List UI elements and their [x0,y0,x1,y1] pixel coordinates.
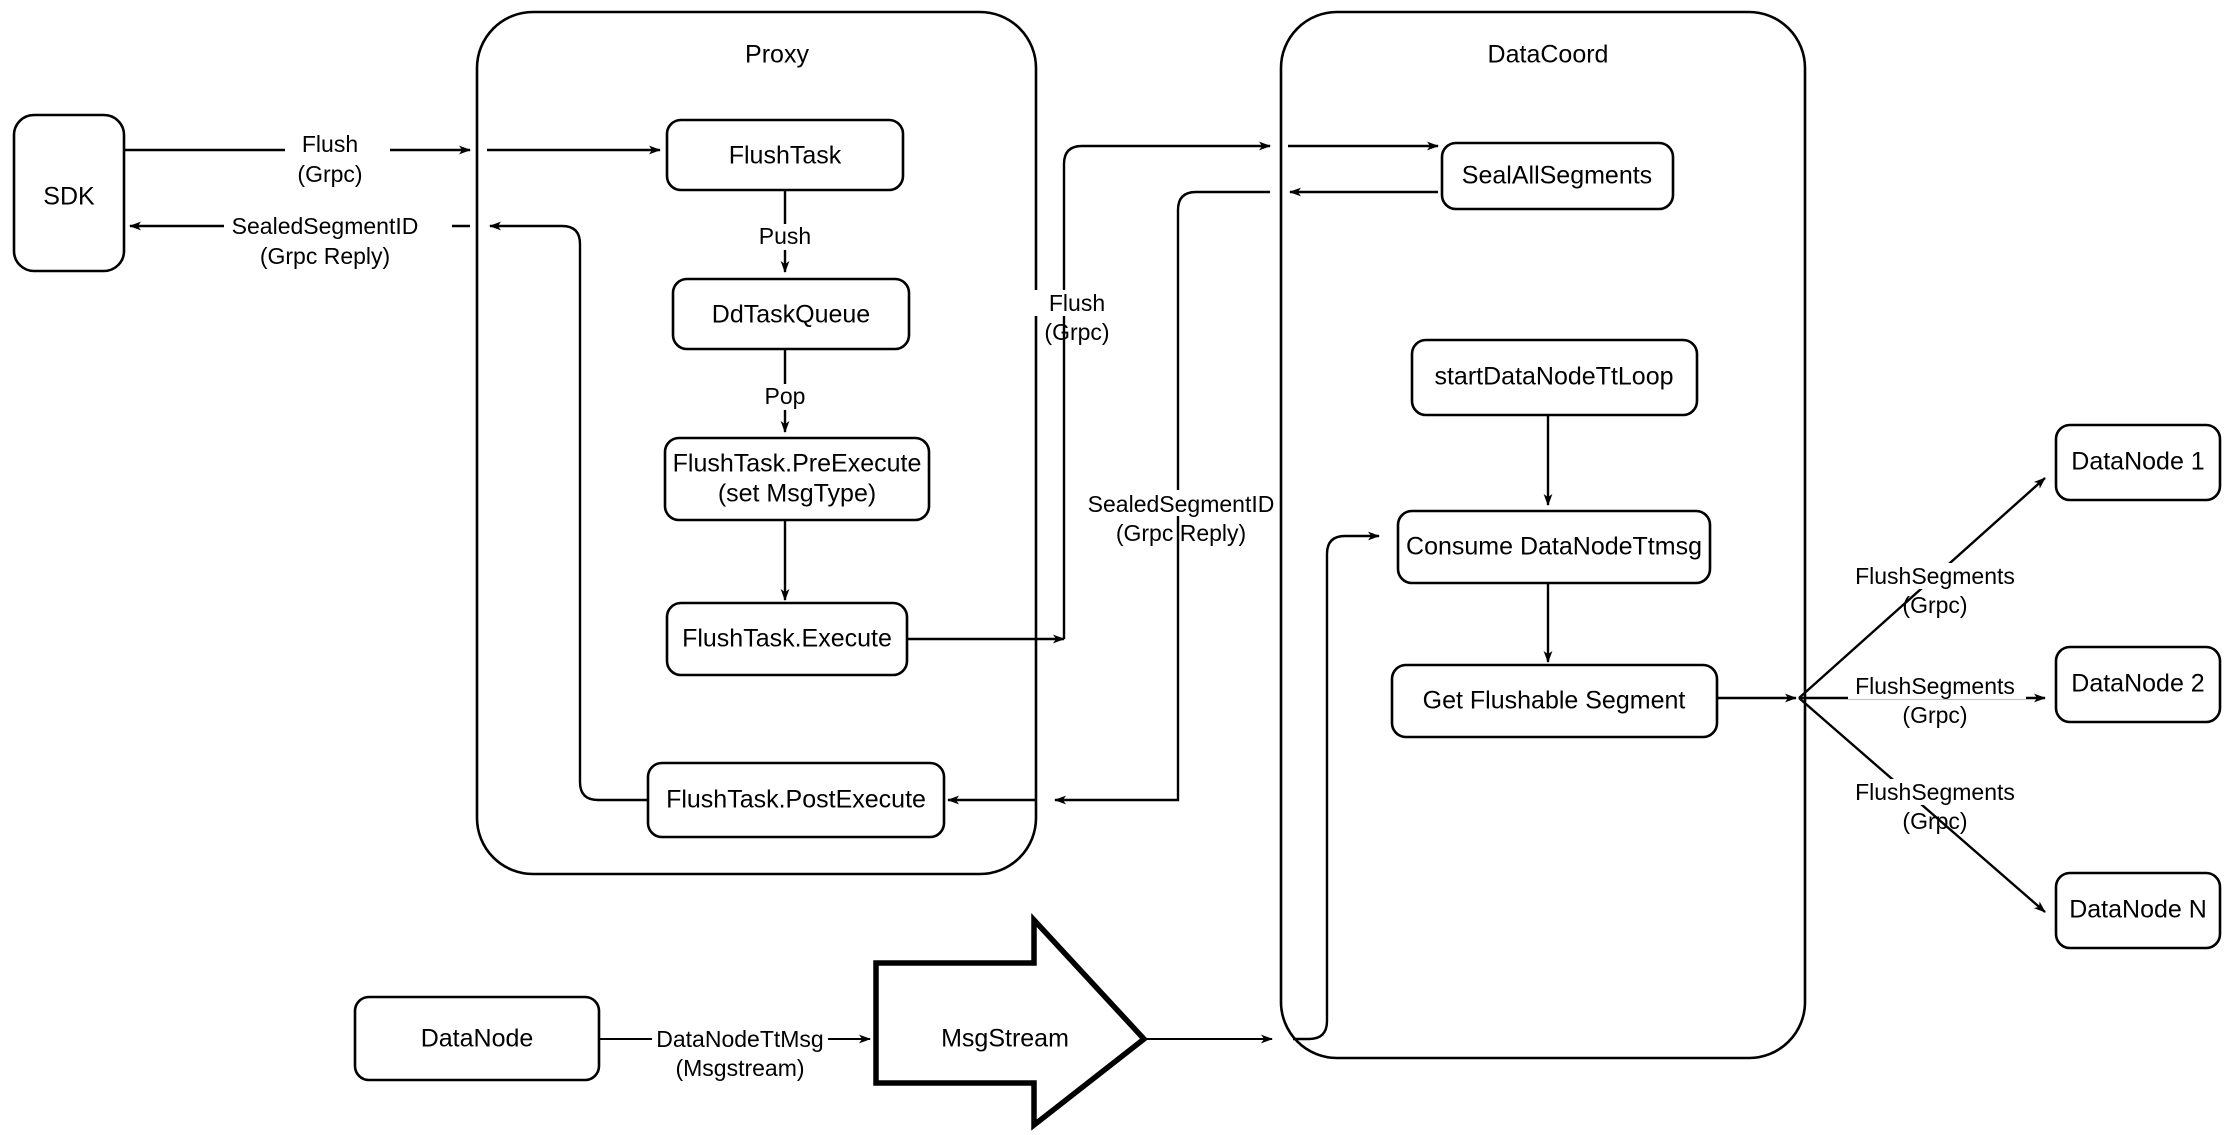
datacoord-container-label: DataCoord [1488,41,1609,69]
edge-label-bg-10 [1848,779,2026,805]
edge-label-pop: Pop [765,383,806,409]
node-start-datanode-ttloop-label: startDataNodeTtLoop [1434,363,1673,391]
node-msgstream-shape[interactable] [873,912,1149,1131]
edge-label-proxy-to-datacoord-line2: (Grpc) [1044,319,1109,345]
node-flushtask-postexecute-label: FlushTask.PostExecute [666,786,926,814]
edge-label-bg-4 [757,384,813,410]
node-flushtask-execute-label: FlushTask.Execute [682,625,892,653]
edge-label-sdk-to-proxy-line2: (Grpc) [297,161,362,187]
edge-label-proxy-to-sdk-line2: (Grpc Reply) [260,243,390,269]
node-datanode-source-label: DataNode [421,1025,534,1053]
node-datanode-n-label: DataNode N [2069,896,2207,924]
edge-sealedsegmentid-descender [1054,190,1270,805]
edge-label-bg-9 [1848,673,2026,699]
node-flushtask-label: FlushTask [729,142,842,170]
proxy-container [475,10,1038,876]
node-ddtaskqueue[interactable] [671,277,911,351]
edge-label-bg-3 [753,224,815,250]
proxy-container-label: Proxy [745,41,809,69]
node-sealallsegments[interactable] [1440,141,1675,211]
edge-label-bg-2 [224,210,452,234]
edge-msgstream-riser-to-consume [1293,531,1380,1041]
datacoord-container [1279,10,1807,1060]
node-flushtask-postexecute[interactable] [646,761,946,839]
node-datanode-2-label: DataNode 2 [2071,670,2204,698]
node-consume-datanode-ttmsg-label: Consume DataNodeTtmsg [1406,533,1702,561]
edge-postexecute-to-proxyedge [489,221,650,802]
node-flushtask[interactable] [665,118,905,192]
edge-label-bg-5 [1024,290,1110,316]
edge-label-bg-7 [652,1026,828,1052]
edge-label-proxy-to-sdk-line1: SealedSegmentID [232,213,419,239]
edge-label-datacoord-to-proxy-line2: (Grpc Reply) [1116,520,1246,546]
node-datanode-source[interactable] [353,995,601,1082]
node-start-datanode-ttloop[interactable] [1410,338,1699,417]
node-sealallsegments-label: SealAllSegments [1462,162,1652,190]
edge-label-bg-8 [1848,563,2026,589]
node-flushtask-preexecute-label-line2: (set MsgType) [718,480,876,508]
node-datanode-2[interactable] [2054,645,2222,724]
edge-label-flush-segments-1-line1: FlushSegments [1855,563,2015,589]
node-get-flushable-segment-label: Get Flushable Segment [1423,687,1686,715]
edge-label-datanode-to-msgstream-line1: DataNodeTtMsg [656,1026,823,1052]
node-datanode-1-label: DataNode 1 [2071,448,2204,476]
edge-label-flush-segments-n-line1: FlushSegments [1855,779,2015,805]
node-get-flushable-segment[interactable] [1390,663,1719,739]
node-datanode-1[interactable] [2054,423,2222,502]
edge-label-datanode-to-msgstream-line2: (Msgstream) [675,1055,804,1081]
edge-label-flush-segments-n-line2: (Grpc) [1902,808,1967,834]
node-datanode-n[interactable] [2054,871,2222,950]
node-flushtask-preexecute[interactable] [663,436,931,522]
edge-label-proxy-to-datacoord-line1: Flush [1049,290,1105,316]
edge-label-bg-1 [285,128,390,152]
edge-label-flush-segments-2-line1: FlushSegments [1855,673,2015,699]
node-consume-datanode-ttmsg[interactable] [1396,509,1712,585]
edge-label-flush-segments-2-line2: (Grpc) [1902,702,1967,728]
edge-label-datacoord-to-proxy-line1: SealedSegmentID [1088,491,1275,517]
edge-flush-grpc-riser [1062,141,1271,639]
node-flushtask-preexecute-label-line1: FlushTask.PreExecute [673,450,922,478]
node-sdk[interactable] [12,113,126,273]
node-ddtaskqueue-label: DdTaskQueue [712,301,870,329]
edge-label-bg-6 [1093,490,1269,516]
edge-label-push: Push [759,223,811,249]
node-flushtask-execute[interactable] [665,601,909,677]
edge-label-flush-segments-1-line2: (Grpc) [1902,592,1967,618]
node-sdk-label: SDK [43,183,95,211]
node-msgstream-label: MsgStream [941,1025,1069,1053]
edge-label-sdk-to-proxy-line1: Flush [302,131,358,157]
